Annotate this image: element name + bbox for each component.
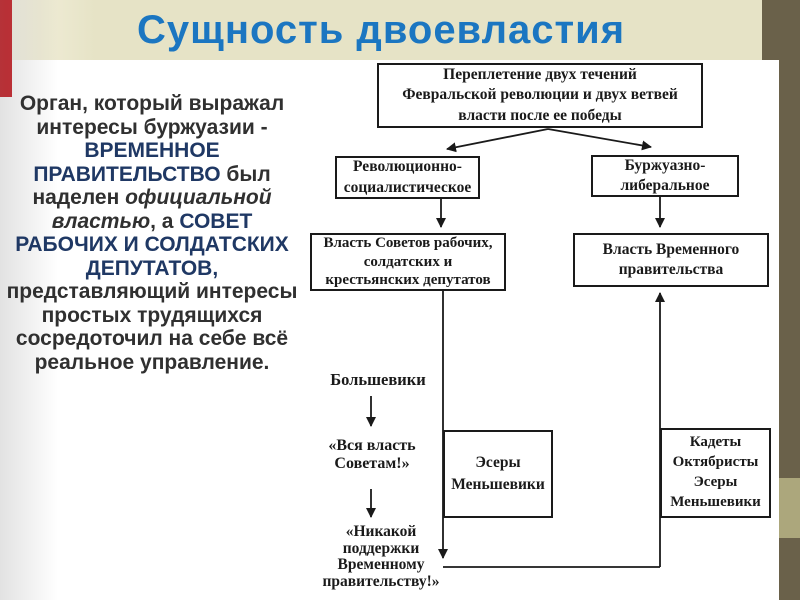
flowchart-box-root: Переплетение двух течений Февральской ре… — [377, 63, 703, 128]
flowchart-box-revolutionary-socialist: Революционно- социалистическое — [335, 156, 480, 199]
arrow-root-to-bourglib — [547, 128, 652, 151]
right-edge-bar — [779, 60, 800, 600]
red-corner-accent — [0, 0, 12, 97]
paragraph-segment: представляющий интересы простых трудящих… — [6, 280, 298, 374]
left-text: Орган, который выражал интересы буржуази… — [2, 92, 302, 374]
flowchart-box-provisional-government-power: Власть Временного правительства — [573, 233, 769, 287]
right-edge-khaki-segment — [779, 478, 800, 538]
label-all-power-to-soviets: «Вся власть Советам!» — [328, 437, 416, 472]
paragraph-segment: был наделен — [32, 162, 271, 210]
page-title: Сущность двоевластия — [136, 8, 626, 52]
paragraph-segment: , а — [150, 209, 180, 233]
arrow-root-to-revsoc — [446, 128, 549, 153]
paragraph-segment: СОВЕТ РАБОЧИХ И СОЛДАТСКИХ ДЕПУТАТОВ, — [15, 209, 289, 280]
paragraph-segment: Орган, который выражал интересы буржуази… — [19, 92, 285, 139]
olive-corner-block — [762, 0, 800, 60]
paragraph-segment: ВРЕМЕННОЕ ПРАВИТЕЛЬСТВО — [33, 139, 221, 186]
header-band — [0, 0, 762, 60]
flowchart-box-soviet-power: Власть Советов рабочих, солдатских и кре… — [310, 233, 506, 291]
flowchart-box-esery-mensheviki: Эсеры Меньшевики — [443, 430, 553, 518]
paragraph-segment: официальной властью — [51, 186, 272, 233]
flowchart-box-bourgeois-liberal: Буржуазно- либеральное — [591, 155, 739, 197]
label-bolsheviki: Большевики — [330, 370, 426, 389]
label-no-support-provisional-government: «Никакой поддержки Временному правительс… — [322, 523, 440, 590]
flowchart-box-kadety-group: Кадеты Октябристы Эсеры Меньшевики — [660, 428, 771, 518]
